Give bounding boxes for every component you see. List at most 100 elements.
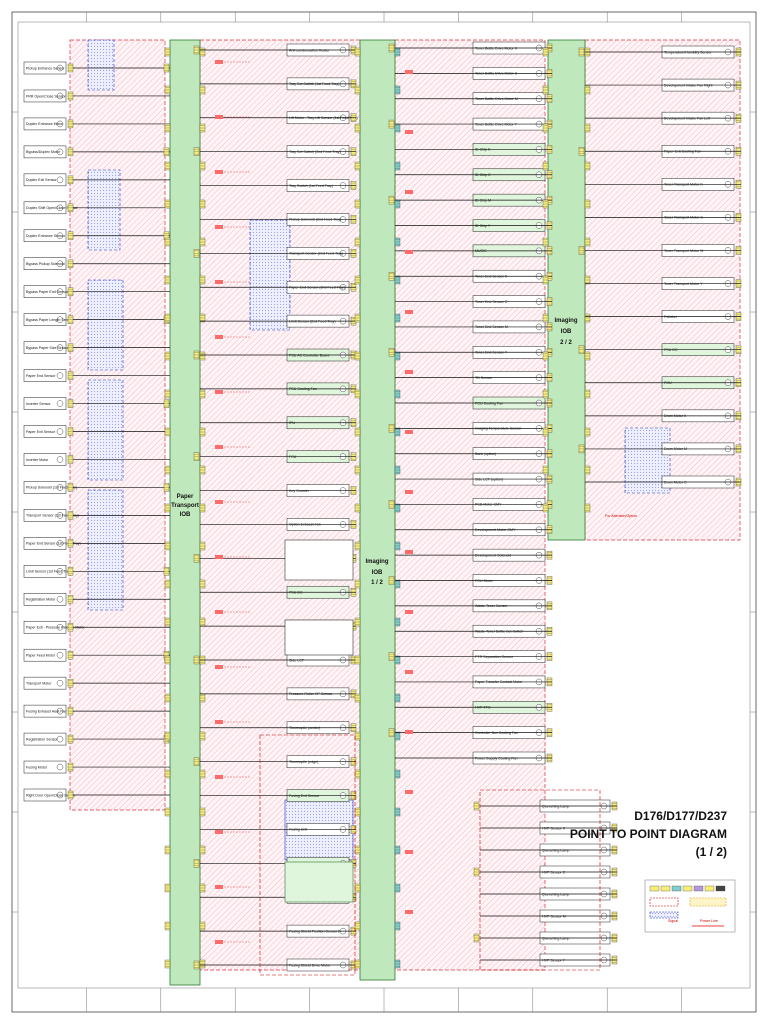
col3-component-23: Waste Toner Bottle Set Switch <box>395 624 553 638</box>
component-column-5: Quenching LampHVP Sensor KQuenching Lamp… <box>473 799 618 967</box>
col2-component-22: Fusing Exit Sensor <box>200 789 357 802</box>
col3-component-21: PCU Motor <box>388 574 553 587</box>
col1-component-label: Inverter Sensor <box>26 402 51 406</box>
col1-component-label: Pickup Entrance Sensor <box>26 66 65 70</box>
col3-component-22: Waste Toner Sensor <box>395 599 553 613</box>
component-column-2: Anti-condensation HeaterTray Set Switch … <box>193 43 401 972</box>
col2-component-0: Anti-condensation Heater <box>193 43 357 57</box>
col2-component-7: Paper End Sensor (2nd Feed Tray) <box>200 280 357 294</box>
imaging-iob-1-label-3: 1 / 2 <box>371 580 383 586</box>
col3-component-11: Toner End Sensor M <box>395 320 553 334</box>
title-models: D176/D177/D237 <box>634 809 727 823</box>
col4-component-10: PCU <box>585 376 742 390</box>
legend <box>644 879 736 933</box>
col3-component-0: Toner Bottle Drive Motor K <box>388 41 553 55</box>
col5-component-2: Quenching Lamp <box>480 843 618 857</box>
col1-component-label: Bypass Paper End Sensor <box>26 290 69 294</box>
col4-component-2: Development Intake Fan Left <box>585 111 742 125</box>
col5-component-6: Quenching Lamp <box>473 931 618 945</box>
col2-component-19: Pressure Roller HP Sensor <box>200 687 357 701</box>
col3-component-14: PCU Cooling Fan <box>395 396 553 410</box>
col1-component-1: FRR Open/Close Sensor <box>23 89 170 103</box>
col1-component-16: Transport Sensor (1st Feed Tray) <box>23 509 170 522</box>
col2-component-10: PSU Cooling Fan <box>200 382 357 396</box>
title-page: (1 / 2) <box>696 845 727 859</box>
component-column-4: Temperature/Humidity SensorDevelopment I… <box>578 45 742 489</box>
col1-component-22: Transport Motor <box>23 676 170 690</box>
col1-component-4: Duplex Exit Sensor <box>23 173 170 187</box>
col3-component-7: ID Chip Y <box>395 219 553 232</box>
col2-component-1: Tray Set Switch (1st Feed Tray) <box>200 77 357 91</box>
col1-component-21: Paper Feed Motor <box>23 648 170 662</box>
imaging-iob-2-label-2: IOB <box>561 329 572 335</box>
col3-component-4: ID Chip K <box>395 143 553 156</box>
col1-component-label: Fusing Motor <box>26 765 48 769</box>
col4-component-6: Toner Transport Motor M <box>578 244 742 257</box>
col4-component-11: Drum Motor K <box>585 409 742 423</box>
col3-component-24: PTR Separation Sensor <box>388 650 553 663</box>
imaging-iob-2-label-1: Imaging <box>554 318 577 324</box>
col1-component-label: Transport Sensor (1st Feed Tray) <box>26 514 79 518</box>
col3-component-15: Imaging Temperature Sensor <box>388 422 553 435</box>
col4-component-7: Toner Transport Motor Y <box>585 277 742 290</box>
col1-component-label: Registration Motor <box>26 598 56 602</box>
col1-component-26: Right Door Open/Close Switch <box>23 788 170 802</box>
col2-component-4: Tray Switch (1st Feed Tray) <box>200 179 357 192</box>
col2-component-8: Limit Sensor (2nd Feed Tray) <box>200 314 357 328</box>
col3-component-12: Toner End Sensor Y <box>388 346 553 359</box>
col3-component-26: HVP-TTS <box>395 701 553 714</box>
col3-component-17: Side LCT (option) <box>395 472 553 486</box>
legend-power-label: Power Line <box>700 919 718 923</box>
col1-component-13: Paper Exit Sensor <box>23 425 170 438</box>
col1-component-0: Pickup Entrance Sensor <box>23 61 170 75</box>
col1-component-label: Duplex Shift Open/Close Sensor <box>26 206 79 210</box>
col2-component-20: Thermopile (center) <box>200 721 357 735</box>
col3-component-10: Toner End Sensor C <box>395 295 553 308</box>
col1-component-label: FRR Open/Close Sensor <box>26 94 67 98</box>
col2-component-2: Lift Motor - Tray Lift Sensor (1st Feed … <box>200 111 358 125</box>
col4-component-13: Drum Motor C <box>585 475 742 489</box>
col5-component-1: HVP Sensor K <box>480 821 618 835</box>
col1-component-label: Pickup Solenoid (1st Feed Tray) <box>26 486 77 490</box>
col3-component-8: MUSIC <box>395 244 553 258</box>
col4-component-12: Drum Motor M <box>578 442 742 456</box>
paper-transport-iob-label-2: Transport <box>171 503 199 509</box>
col3-component-2: Toner Bottle Drive Motor M <box>395 92 553 105</box>
col2-component-9: PSU AC Controller Board <box>193 348 357 362</box>
col1-component-17: Paper End Sensor (1st Feed Tray) <box>23 537 170 550</box>
col1-component-3: Bypass/Duplex Motor <box>23 145 170 159</box>
col1-component-5: Duplex Shift Open/Close Sensor <box>23 201 170 215</box>
col4-component-3: Paper Exit Cooling Fan <box>578 144 742 158</box>
col1-component-6: Duplex Entrance Sensor <box>23 229 170 243</box>
col5-component-0: Quenching Lamp <box>473 799 618 813</box>
col1-component-label: Paper Exit - Pressure Release Motor <box>26 626 85 630</box>
col2-component-12: FCU <box>193 450 357 463</box>
title-name: POINT TO POINT DIAGRAM <box>570 827 727 841</box>
col2-component-13: Key Counter <box>200 484 357 497</box>
col1-component-label: Right Door Open/Close Switch <box>26 793 75 797</box>
col1-component-label: Bypass Paper Size Sensor <box>26 346 70 350</box>
col1-component-11: Paper End Sensor <box>23 369 170 382</box>
component-column-3: Toner Bottle Drive Motor K Toner Bottle D… <box>388 41 591 914</box>
col1-component-label: Bypass/Duplex Motor <box>26 150 61 154</box>
col1-component-label: Registration Sensor <box>26 737 58 741</box>
frame-ticks <box>12 12 756 1012</box>
imaging-iob-2-label-3: 2 / 2 <box>560 340 572 346</box>
col1-component-label: Bypass Paper Length Sensor <box>26 318 74 322</box>
col3-component-16: Bank (option) <box>395 447 553 460</box>
col2-component-23: Fusing Unit <box>200 823 357 836</box>
paper-transport-iob-label-1: Paper <box>177 494 194 500</box>
col2-component-5: Pickup Solenoid (2nd Feed Tray) <box>200 213 357 226</box>
col1-component-2: Duplex Entrance Motor <box>23 117 170 131</box>
col1-component-19: Registration Motor <box>23 593 170 606</box>
col5-component-3: HVP Sensor C <box>473 865 618 879</box>
col3-component-27: Controller Box Cooling Fan <box>388 726 553 739</box>
col1-component-10: Bypass Paper Size Sensor <box>23 341 170 354</box>
col5-component-5: HVP Sensor M <box>480 909 618 923</box>
col2-component-16: PSU DC <box>200 585 357 599</box>
col2-component-21: Thermopile (edge) <box>193 755 357 768</box>
col1-component-label: Paper Feed Motor <box>26 653 56 657</box>
